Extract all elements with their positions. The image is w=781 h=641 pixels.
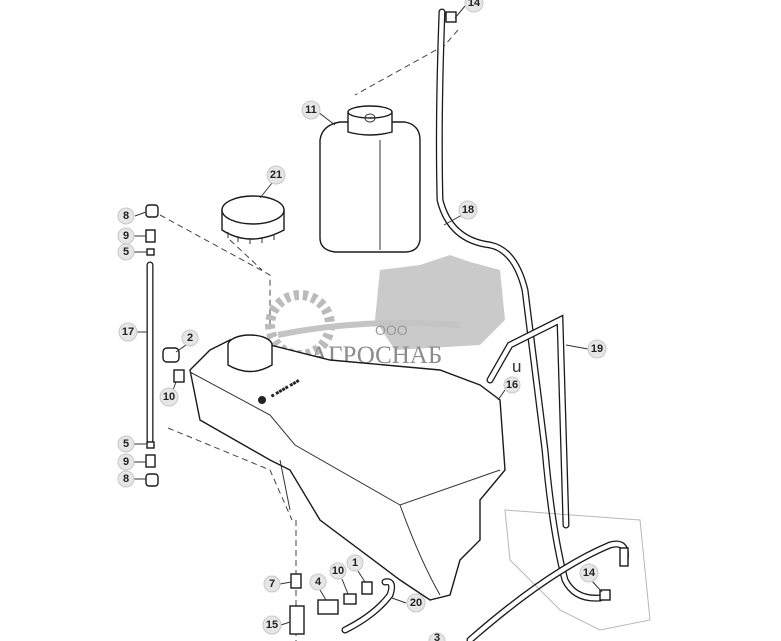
svg-text:9: 9 [123,456,129,468]
svg-text:17: 17 [122,326,134,338]
callout-18[interactable]: 18 [443,200,478,226]
svg-text:19: 19 [591,343,603,355]
hoses [146,8,629,641]
svg-text:14: 14 [468,0,481,9]
tank-cap [221,195,285,244]
svg-text:7: 7 [269,578,275,590]
svg-text:10: 10 [332,565,344,577]
callout-8[interactable]: 8 [117,207,147,225]
svg-text:18: 18 [462,204,474,216]
callout-17[interactable]: 17 [118,322,147,342]
callout-9[interactable]: 9 [117,227,146,245]
faint-engine-sketch [504,509,651,631]
svg-text:9: 9 [123,230,129,242]
callout-5[interactable]: 5 [117,243,147,261]
callout-1[interactable]: 1 [346,554,366,583]
callout-9-lower[interactable]: 9 [117,453,146,471]
callout-14-lower[interactable]: 14 [579,563,603,593]
callout-7[interactable]: 7 [263,575,292,593]
callout-5-lower[interactable]: 5 [117,435,147,453]
watermark-prefix: ООО [375,322,408,338]
callouts: 14 11 21 18 8 9 5 17 2 10 19 16 5 9 8 7 … [117,0,607,641]
callout-19[interactable]: 19 [565,339,607,359]
callout-15[interactable]: 15 [262,615,291,635]
svg-text:14: 14 [583,567,596,579]
svg-text:11: 11 [305,104,317,116]
svg-text:8: 8 [123,210,129,222]
callout-20[interactable]: 20 [391,593,426,613]
svg-text:3: 3 [434,632,440,641]
reservoir-bottle [319,105,421,253]
svg-text:4: 4 [315,576,322,588]
callout-8-lower[interactable]: 8 [117,470,146,488]
callout-16[interactable]: 16 [497,376,521,401]
svg-text:5: 5 [123,438,129,450]
callout-10-lower[interactable]: 10 [329,562,349,595]
svg-text:8: 8 [123,473,129,485]
main-tank: ■ ■■■■ ■■■ [189,334,506,601]
svg-text:15: 15 [266,619,278,631]
callout-11[interactable]: 11 [301,100,336,126]
callout-21[interactable]: 21 [259,165,286,199]
svg-text:1: 1 [352,557,358,569]
callout-14[interactable]: 14 [454,0,484,19]
svg-text:20: 20 [410,597,422,609]
watermark-suffix: u [512,357,521,376]
svg-text:2: 2 [187,332,193,344]
svg-text:5: 5 [123,246,129,258]
callout-3[interactable]: 3 [428,632,446,641]
svg-text:16: 16 [506,379,518,391]
callout-2[interactable]: 2 [175,329,199,353]
svg-text:21: 21 [270,169,282,181]
callout-10[interactable]: 10 [159,381,179,407]
callout-4[interactable]: 4 [309,573,327,601]
svg-text:10: 10 [163,391,175,403]
